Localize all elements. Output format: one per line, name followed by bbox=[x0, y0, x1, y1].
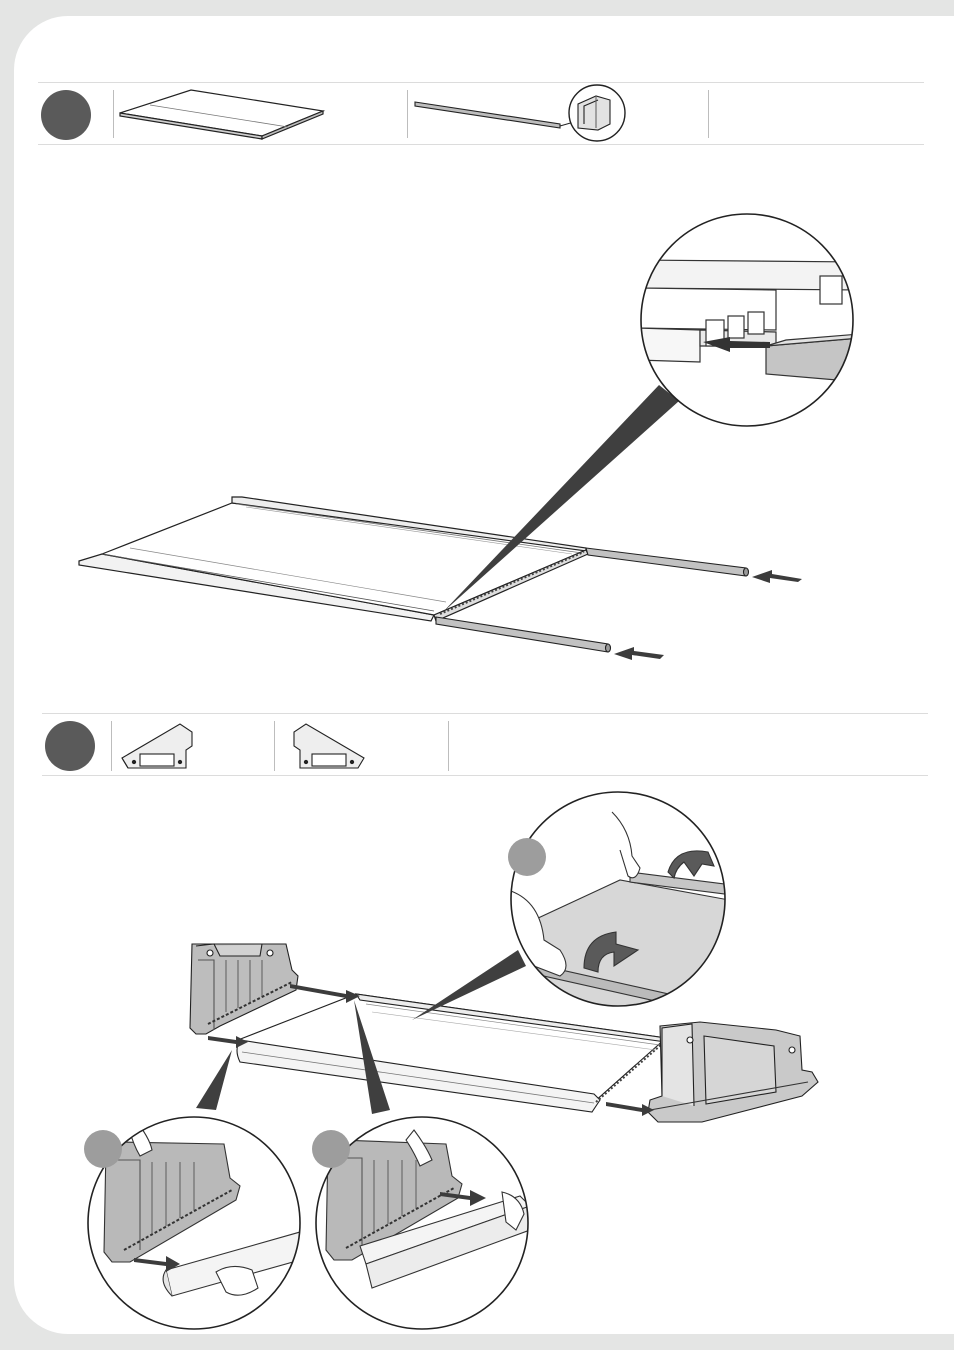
large-panel bbox=[79, 497, 588, 621]
substep-marker-1 bbox=[508, 838, 546, 876]
left-bracket-assembly bbox=[190, 944, 298, 1034]
edge-rail-part-icon bbox=[415, 85, 625, 141]
right-leg-bracket-icon bbox=[294, 724, 364, 768]
callout-wedge-step1 bbox=[442, 385, 679, 613]
substep-marker-3 bbox=[312, 1130, 350, 1168]
panel-rail-lower bbox=[436, 617, 611, 652]
substep-marker-2 bbox=[84, 1130, 122, 1168]
push-arrow-upper bbox=[752, 570, 802, 583]
panel-part-icon bbox=[120, 90, 323, 139]
zoom-detail-clip-edges bbox=[508, 792, 740, 1020]
folded-panel-step2 bbox=[237, 994, 666, 1112]
right-bracket-assembly bbox=[648, 1022, 818, 1122]
left-leg-bracket-icon bbox=[122, 724, 192, 768]
push-arrow-lower bbox=[614, 647, 664, 660]
callout-wedge-step2-left bbox=[196, 1050, 232, 1110]
panel-rail-upper bbox=[586, 548, 749, 576]
